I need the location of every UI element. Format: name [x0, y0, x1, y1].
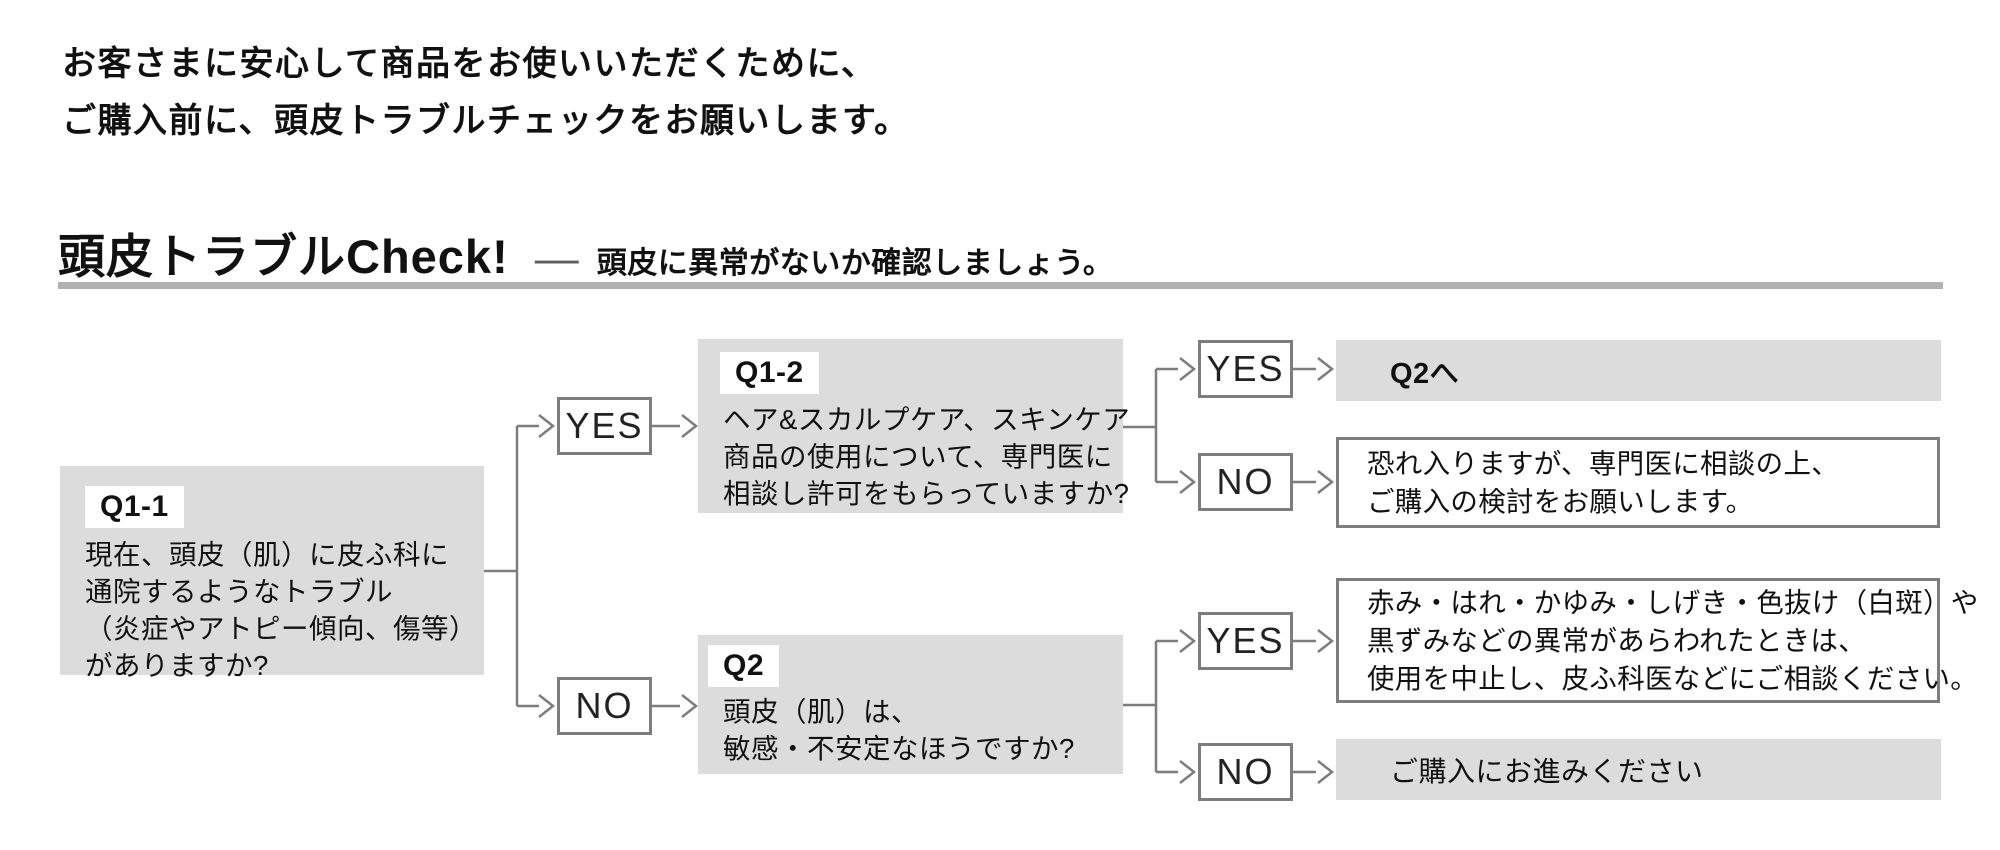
q2-line: 頭皮（肌）は、	[723, 696, 919, 727]
stop-use-line: 黒ずみなどの異常があらわれたときは、	[1367, 624, 1867, 656]
q1-2-line: 相談し許可をもらっていますか?	[723, 478, 1130, 509]
section-heading: 頭皮トラブルCheck! — 頭皮に異常がないか確認しましょう。	[58, 218, 1113, 287]
arrow-to-yes2	[1156, 357, 1197, 381]
answer-box-q2-no: NO	[1198, 743, 1293, 801]
q1-1-line: 通院するようなトラブル	[85, 576, 393, 607]
question-box-q1-1: Q1-1 現在、頭皮（肌）に皮ふ科に 通院するようなトラブル （炎症やアトピー傾…	[60, 466, 484, 681]
connector-q1-2-feed	[1123, 369, 1158, 482]
result-box-stop-use-warning: 赤み・はれ・かゆみ・しげき・色抜け（白斑）や 黒ずみなどの異常があらわれたときは…	[1336, 578, 1979, 703]
question-text-q2: 頭皮（肌）は、 敏感・不安定なほうですか?	[723, 693, 1123, 767]
arrow-to-yes1	[517, 414, 556, 438]
result-text-go-to-q2: Q2へ	[1390, 357, 1460, 390]
q2-line: 敏感・不安定なほうですか?	[723, 733, 1075, 764]
question-text-q1-2: ヘア&スカルプケア、スキンケア 商品の使用について、専門医に 相談し許可をもらっ…	[723, 401, 1131, 512]
answer-box-q1-1-no: NO	[557, 677, 652, 735]
q1-1-line: がありますか?	[85, 650, 269, 681]
result-box-go-to-q2: Q2へ	[1336, 340, 1941, 401]
arrow-yes1-to-q1-2	[652, 414, 699, 438]
arrow-no3-to-result	[1293, 760, 1335, 784]
question-label-q1-2: Q1-2	[720, 352, 819, 394]
connector-q2-feed	[1123, 641, 1158, 772]
heading-dash: —	[534, 234, 579, 283]
result-text-proceed-purchase: ご購入にお進みください	[1390, 755, 1704, 787]
q1-2-line: 商品の使用について、専門医に	[723, 441, 1113, 472]
q1-2-line: ヘア&スカルプケア、スキンケア	[723, 404, 1131, 435]
question-box-q1-2: Q1-2 ヘア&スカルプケア、スキンケア 商品の使用について、専門医に 相談し許…	[698, 339, 1131, 513]
stop-use-line: 赤み・はれ・かゆみ・しげき・色抜け（白斑）や	[1367, 586, 1979, 618]
arrow-yes2-to-result	[1293, 357, 1335, 381]
intro-text: お客さまに安心して商品をお使いいただくために、 ご購入前に、頭皮トラブルチェック…	[62, 36, 910, 150]
question-label-q2: Q2	[708, 645, 780, 687]
intro-line-2: ご購入前に、頭皮トラブルチェックをお願いします。	[62, 102, 910, 140]
question-box-q2: Q2 頭皮（肌）は、 敏感・不安定なほうですか?	[698, 635, 1123, 774]
q1-1-line: （炎症やアトピー傾向、傷等）	[85, 613, 477, 644]
consult-line: ご購入の検討をお願いします。	[1367, 485, 1754, 517]
question-label-q1-1: Q1-1	[85, 486, 184, 528]
connector-q1-1-feed	[484, 426, 519, 706]
consult-line: 恐れ入りますが、専門医に相談の上、	[1367, 447, 1840, 479]
arrow-yes3-to-result	[1293, 629, 1335, 653]
result-box-consult-specialist: 恐れ入りますが、専門医に相談の上、 ご購入の検討をお願いします。	[1336, 437, 1940, 528]
heading-subtitle: 頭皮に異常がないか確認しましょう。	[596, 247, 1114, 280]
stop-use-line: 使用を中止し、皮ふ科医などにご相談ください。	[1367, 662, 1979, 694]
arrow-to-no2	[1156, 470, 1197, 494]
answer-box-q1-1-yes: YES	[557, 397, 652, 455]
heading-title: 頭皮トラブルCheck!	[58, 230, 509, 283]
arrow-no2-to-result	[1293, 470, 1335, 494]
result-box-proceed-purchase: ご購入にお進みください	[1336, 739, 1941, 800]
answer-box-q1-2-no: NO	[1198, 453, 1293, 511]
arrow-no1-to-q2	[652, 694, 699, 718]
answer-box-q1-2-yes: YES	[1198, 340, 1293, 398]
q1-1-line: 現在、頭皮（肌）に皮ふ科に	[85, 539, 449, 570]
intro-line-1: お客さまに安心して商品をお使いいただくために、	[62, 45, 877, 83]
arrow-to-no3	[1156, 760, 1197, 784]
arrow-to-yes3	[1156, 629, 1197, 653]
arrow-to-no1	[517, 694, 556, 718]
answer-box-q2-yes: YES	[1198, 612, 1293, 670]
question-text-q1-1: 現在、頭皮（肌）に皮ふ科に 通院するようなトラブル （炎症やアトピー傾向、傷等）…	[85, 536, 484, 684]
heading-divider	[58, 282, 1943, 289]
